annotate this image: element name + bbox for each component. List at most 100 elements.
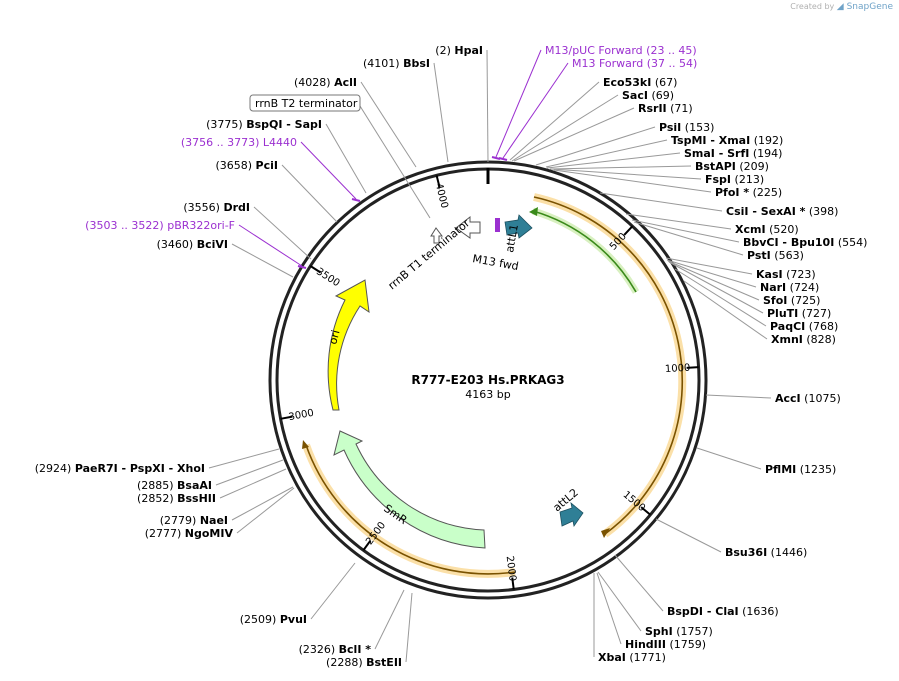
site-label[interactable]: BspDI - ClaI (1636)	[667, 605, 779, 618]
leader-line	[655, 518, 722, 553]
leader-line	[535, 126, 656, 166]
site-label[interactable]: PluTI (727)	[767, 307, 831, 320]
site-label[interactable]: Bsu36I (1446)	[725, 546, 807, 559]
site-position: (724)	[790, 281, 820, 294]
site-name: AclI	[334, 76, 357, 89]
site-name: PflMI	[765, 463, 796, 476]
site-label[interactable]: NarI (724)	[760, 281, 819, 294]
site-label[interactable]: (3658) PciI	[215, 159, 278, 172]
site-name: NaeI	[200, 514, 228, 527]
site-label[interactable]: XmnI (828)	[771, 333, 836, 346]
site-label[interactable]: (2885) BsaAI	[137, 479, 212, 492]
site-label[interactable]: PstI (563)	[747, 249, 804, 262]
scale-tick	[362, 539, 372, 551]
site-label[interactable]: BstAPI (209)	[695, 160, 769, 173]
green-arc-arrowhead	[529, 207, 538, 216]
smr-feature[interactable]	[333, 430, 486, 549]
site-name: BspQI - SapI	[246, 118, 322, 131]
site-label[interactable]: (3756 .. 3773) L4440	[181, 136, 297, 149]
site-label[interactable]: AccI (1075)	[775, 392, 841, 405]
rrnb-t2-terminator-feature[interactable]	[430, 227, 443, 244]
leader-line	[231, 486, 294, 521]
site-label[interactable]: RsrII (71)	[638, 102, 693, 115]
leader-line	[596, 572, 622, 645]
site-label[interactable]: XcmI (520)	[735, 223, 799, 236]
site-label[interactable]: PaqCI (768)	[770, 320, 838, 333]
site-position: (1636)	[742, 605, 779, 618]
site-name: NarI	[760, 281, 786, 294]
rrnb-t1-terminator-feature[interactable]	[455, 215, 481, 239]
attl1-label: attL1	[503, 223, 521, 253]
site-name: XcmI	[735, 223, 766, 236]
site-position: (1757)	[676, 625, 713, 638]
site-label[interactable]: KasI (723)	[756, 268, 816, 281]
site-label[interactable]: (3460) BciVI	[157, 238, 228, 251]
ori-feature[interactable]	[327, 279, 370, 411]
site-label[interactable]: (2924) PaeR7I - PspXI - XhoI	[35, 462, 205, 475]
site-label[interactable]: SfoI (725)	[763, 294, 820, 307]
scale-tick-label: 3000	[288, 408, 315, 423]
site-label[interactable]: (2779) NaeI	[160, 514, 228, 527]
leader-line	[495, 49, 542, 158]
leader-line	[310, 562, 356, 620]
site-label[interactable]: SacI (69)	[622, 89, 674, 102]
leader-line	[281, 164, 338, 223]
site-label[interactable]: (3775) BspQI - SapI	[206, 118, 322, 131]
leader-line	[502, 62, 569, 159]
site-label[interactable]: SmaI - SrfI (194)	[684, 147, 782, 160]
site-label[interactable]: (2) HpaI	[435, 44, 483, 57]
site-name: XmnI	[771, 333, 803, 346]
site-name: PstI	[747, 249, 771, 262]
site-label[interactable]: BbvCI - Bpu10I (554)	[743, 236, 867, 249]
site-position: (727)	[802, 307, 832, 320]
leader-line	[486, 49, 489, 163]
site-name: BciVI	[197, 238, 228, 251]
primer-tick	[351, 198, 361, 202]
site-label[interactable]: HindIII (1759)	[625, 638, 706, 651]
site-label[interactable]: (4101) BbsI	[363, 57, 430, 70]
site-label[interactable]: (2509) PvuI	[240, 613, 307, 626]
site-position: (723)	[786, 268, 816, 281]
site-position: (2852)	[137, 492, 174, 505]
site-label[interactable]: Eco53kI (67)	[603, 76, 677, 89]
site-label[interactable]: PsiI (153)	[659, 121, 714, 134]
site-label[interactable]: (2777) NgoMIV	[145, 527, 234, 540]
m13-fwd-feature[interactable]	[495, 218, 500, 232]
leader-line	[433, 62, 449, 163]
leader-line	[300, 141, 357, 200]
site-label[interactable]: M13/pUC Forward (23 .. 45)	[545, 44, 697, 57]
site-labels: M13/pUC Forward (23 .. 45)M13 Forward (3…	[35, 44, 868, 669]
site-position: (1235)	[800, 463, 837, 476]
site-label[interactable]: (3503 .. 3522) pBR322ori-F	[85, 219, 235, 232]
leader-line	[549, 165, 692, 170]
site-label[interactable]: PflMI (1235)	[765, 463, 836, 476]
site-name: M13/pUC Forward	[545, 44, 643, 57]
site-name: SacI	[622, 89, 648, 102]
plasmid-name: R777-E203 Hs.PRKAG3	[411, 373, 564, 387]
site-position: (2777)	[145, 527, 182, 540]
scale-tick-label: 4000	[433, 182, 450, 209]
site-label[interactable]: PfoI * (225)	[715, 186, 782, 199]
site-name: PciI	[256, 159, 278, 172]
leader-line	[631, 219, 740, 243]
site-label[interactable]: XbaI (1771)	[598, 651, 666, 664]
site-label[interactable]: FspI (213)	[705, 173, 764, 186]
site-position: (398)	[809, 205, 839, 218]
rrnb-t2-label: rrnB T2 terminator	[255, 97, 358, 110]
site-label[interactable]: CsiI - SexAI * (398)	[726, 205, 838, 218]
site-label[interactable]: SphI (1757)	[645, 625, 713, 638]
site-name: PaeR7I - PspXI - XhoI	[75, 462, 205, 475]
attl2-feature[interactable]	[559, 501, 584, 528]
site-label[interactable]: M13 Forward (37 .. 54)	[572, 57, 697, 70]
scale-tick-label: 1000	[665, 363, 691, 376]
site-position: (209)	[739, 160, 769, 173]
site-label[interactable]: (2288) BstEII	[326, 656, 402, 669]
site-label[interactable]: (3556) DrdI	[183, 201, 250, 214]
site-label[interactable]: (2852) BssHII	[137, 492, 216, 505]
attl1-feature[interactable]	[504, 214, 533, 239]
leader-line	[550, 168, 702, 180]
site-label[interactable]: (2326) BclI *	[299, 643, 372, 656]
site-label[interactable]: TspMI - XmaI (192)	[671, 134, 783, 147]
site-label[interactable]: (4028) AclI	[294, 76, 357, 89]
site-name: Bsu36I	[725, 546, 767, 559]
